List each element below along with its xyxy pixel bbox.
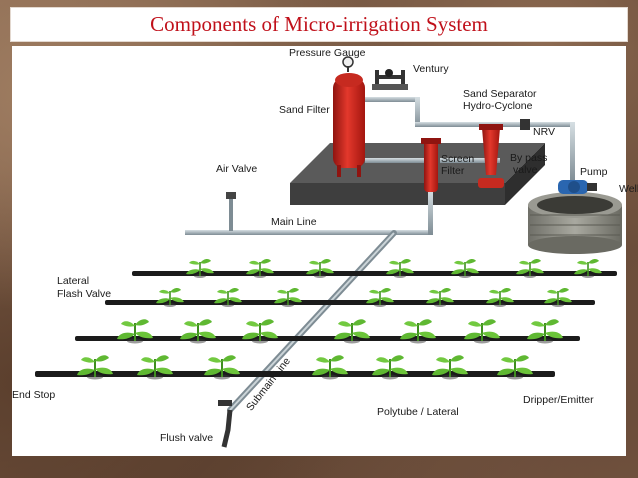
pressure-gauge xyxy=(342,56,354,72)
title-banner: Components of Micro-irrigation System xyxy=(10,7,628,42)
label-sand-separator: Sand Separator xyxy=(463,88,537,100)
air-valve xyxy=(226,192,236,231)
label-bypass: By pass xyxy=(510,152,548,164)
label-venturi: Ventury xyxy=(413,63,449,75)
equipment-platform xyxy=(290,143,545,205)
label-lateral: Lateral xyxy=(57,275,90,287)
label-sand-filter: Sand Filter xyxy=(279,104,330,116)
label-flash-valve: Flash Valve xyxy=(57,288,112,300)
label-pressure-gauge: Pressure Gauge xyxy=(289,47,366,59)
label-air-valve: Air Valve xyxy=(216,163,258,175)
page-title: Components of Micro-irrigation System xyxy=(150,12,488,36)
label-dripper-emitter: Dripper/Emitter xyxy=(523,394,594,406)
label-flush-valve: Flush valve xyxy=(160,432,214,444)
main-line-pipe xyxy=(185,190,433,235)
label-hydro-cyclone: Hydro-Cyclone xyxy=(463,100,533,112)
label-pump: Pump xyxy=(580,166,608,178)
label-screen: Screen xyxy=(441,153,475,165)
label-main-line: Main Line xyxy=(271,216,317,228)
label-well: Well xyxy=(619,183,638,195)
label-bypass-valve: valve xyxy=(513,164,538,176)
label-polytube-lateral: Polytube / Lateral xyxy=(377,406,459,418)
hydro-cyclone xyxy=(478,124,504,188)
label-end-stop: End Stop xyxy=(12,389,56,401)
pump xyxy=(558,180,597,194)
well xyxy=(528,192,622,254)
screen-filter xyxy=(421,138,441,192)
nrv-valve xyxy=(520,119,530,130)
venturi xyxy=(372,69,408,90)
label-nrv: NRV xyxy=(533,126,555,138)
diagram-panel xyxy=(12,46,626,456)
submain-line xyxy=(218,230,397,448)
sand-filter xyxy=(333,73,365,177)
label-filter: Filter xyxy=(441,165,465,177)
